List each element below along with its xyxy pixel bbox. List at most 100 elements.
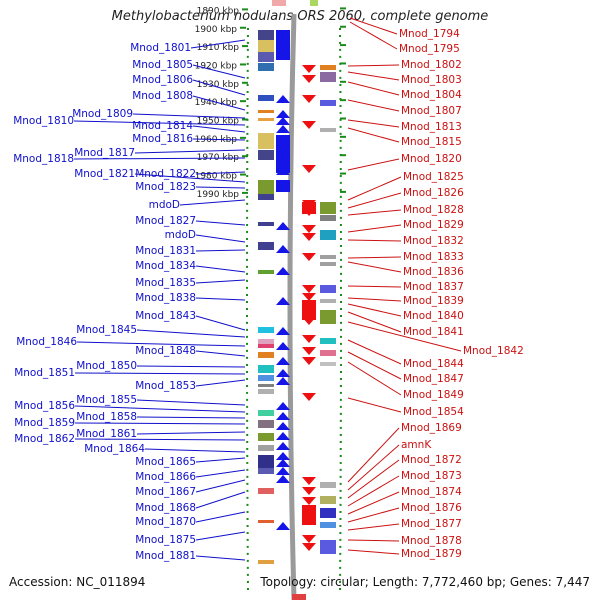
gene-leader-line: [347, 491, 400, 515]
gene-label-right: Mnod_1874: [401, 486, 462, 498]
gene-label-right: Mnod_1794: [399, 28, 460, 40]
gene-label-left: Mnod_1831: [135, 245, 196, 257]
gene-leader-line: [192, 79, 246, 96]
gene-label-left: Mnod_1862: [14, 433, 75, 445]
gene-leader-line: [195, 279, 246, 284]
scale-line-left: [246, 27, 249, 596]
gene-leader-line: [347, 361, 402, 396]
gene-leader-line: [195, 234, 246, 243]
gene-leader-line: [347, 523, 400, 531]
gene-leader-line: [347, 192, 402, 209]
gene-leader-line: [195, 350, 246, 357]
gene-leader-line: [347, 444, 400, 491]
forward-gene-arrow: [276, 245, 290, 253]
gene-label-left: Mnod_1827: [135, 215, 196, 227]
gene-leader-line: [347, 239, 402, 242]
forward-gene-arrow: [276, 297, 290, 305]
gene-label-left: Mnod_1843: [135, 310, 196, 322]
gene-leader-line: [347, 176, 402, 201]
forward-gene-block: [276, 30, 290, 60]
scale-label: 1930 kbp: [197, 80, 240, 90]
reverse-gene-arrow: [302, 335, 316, 343]
gene-leader-line: [347, 71, 400, 81]
gene-leader-line: [192, 125, 246, 133]
forward-gene-arrow: [276, 422, 290, 430]
forward-gene-arrow: [276, 327, 290, 335]
forward-gene-arrow: [276, 467, 290, 475]
forward-gene-arrow: [276, 342, 290, 350]
forward-gene-arrow: [276, 125, 290, 133]
forward-gene-block: [276, 135, 290, 173]
genome-title: Methylobacterium nodulans ORS 2060, comp…: [111, 9, 489, 24]
reverse-gene-arrow: [302, 487, 316, 495]
gene-label-right: Mnod_1873: [401, 470, 462, 482]
gene-leader-line: [347, 539, 400, 542]
gene-label-right: Mnod_1804: [401, 89, 462, 101]
reverse-gene-arrow: [302, 535, 316, 543]
gene-leader-line: [190, 39, 246, 49]
feature-block: [258, 150, 274, 160]
gene-leader-line: [347, 321, 462, 352]
gene-label-left: Mnod_1868: [135, 502, 196, 514]
gene-leader-line: [192, 138, 246, 141]
feature-block: [320, 299, 336, 303]
feature-block: [320, 482, 336, 488]
gene-leader-line: [347, 311, 402, 333]
feature-block: [258, 433, 274, 441]
feature-block: [258, 445, 274, 451]
feature-block: [320, 350, 336, 356]
gene-leader-line: [347, 285, 402, 288]
gene-leader-line: [347, 297, 402, 302]
gene-label-left: Mnod_1851: [14, 367, 75, 379]
gene-label-left: Mnod_1853: [135, 380, 196, 392]
forward-gene-arrow: [276, 452, 290, 460]
feature-block: [320, 72, 336, 82]
feature-block: [258, 389, 274, 394]
reverse-gene-arrow: [302, 477, 316, 485]
gene-label-left: Mnod_1855: [76, 394, 137, 406]
feature-block: [258, 375, 274, 381]
feature-block: [320, 202, 336, 214]
gene-label-left: Mnod_1805: [132, 59, 193, 71]
gene-leader-line: [347, 459, 400, 499]
feature-block: [258, 222, 274, 226]
scale-label: 1920 kbp: [195, 61, 238, 71]
gene-leader-line: [347, 475, 400, 507]
forward-gene-arrow: [276, 522, 290, 530]
feature-block: [320, 522, 336, 528]
gene-label-left: Mnod_1859: [14, 417, 75, 429]
gene-leader-line: [136, 399, 246, 406]
feature-block: [258, 95, 274, 101]
gene-label-right: Mnod_1837: [403, 281, 464, 293]
gene-label-left: Mnod_1845: [76, 324, 137, 336]
scale-label: 1980 kbp: [195, 172, 238, 182]
gene-label-left: Mnod_1881: [135, 550, 196, 562]
gene-label-right: Mnod_1828: [403, 204, 464, 216]
feature-block: [320, 262, 336, 266]
gene-leader-line: [347, 81, 400, 96]
gene-label-left: Mnod_1875: [135, 534, 196, 546]
gene-label-left: Mnod_1817: [74, 147, 135, 159]
gene-label-right: Mnod_1877: [401, 518, 462, 530]
reverse-gene-arrow: [302, 497, 316, 505]
feature-block: [320, 230, 336, 240]
feature-block: [258, 365, 274, 373]
gene-leader-line: [195, 249, 246, 252]
gene-leader-line: [134, 173, 246, 183]
gene-leader-line: [74, 405, 246, 413]
feature-block: [320, 338, 336, 344]
forward-gene-arrow: [276, 442, 290, 450]
forward-gene-arrow: [276, 377, 290, 385]
gene-leader-line: [195, 491, 246, 509]
forward-gene-arrow: [276, 402, 290, 410]
gene-leader-line: [347, 303, 402, 317]
gene-leader-line: [144, 448, 246, 453]
scale-label: 1890 kbp: [197, 6, 240, 16]
gene-leader-line: [134, 149, 246, 154]
gene-label-right: Mnod_1803: [401, 74, 462, 86]
gene-leader-line: [195, 531, 246, 541]
gene-leader-line: [195, 469, 246, 478]
reverse-gene-arrow: [302, 293, 316, 301]
reverse-gene-arrow: [302, 543, 316, 551]
